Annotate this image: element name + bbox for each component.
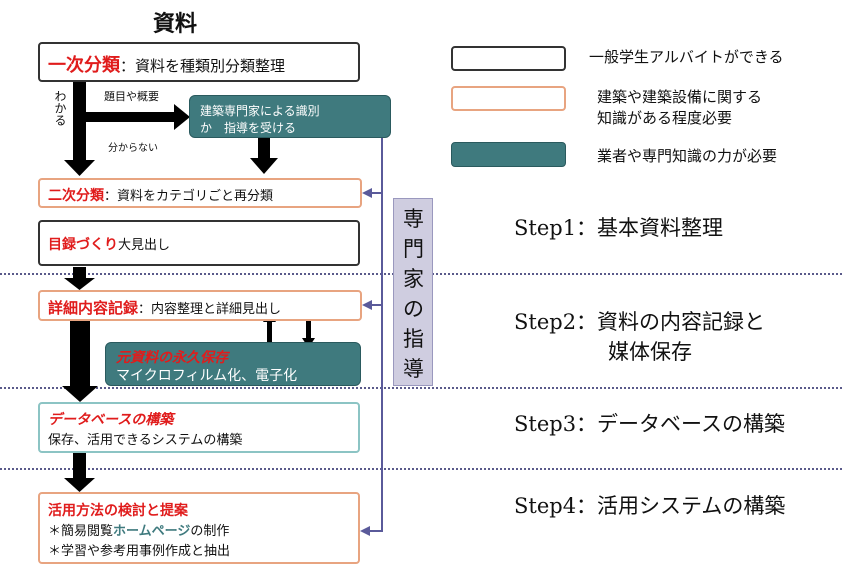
legend-text-student: 一般学生アルバイトができる [589, 48, 784, 66]
black-arrow-box6-box7 [64, 452, 95, 492]
database-build-label: データベースの構築 [48, 412, 174, 428]
homepage-highlight: ホームページ [113, 524, 191, 539]
primary-classification-desc: ：資料を種類別分類整理 [120, 57, 286, 75]
expert-box-line1: 建築専門家による識別 [200, 104, 320, 118]
vg-char-4: の [403, 297, 424, 321]
diagram-title: 資料 [153, 12, 198, 37]
step2-label-a: Step2：資料の内容記録と [514, 310, 766, 334]
unknown-label: 分からない [108, 143, 158, 154]
database-build-desc: 保存、活用できるシステムの構築 [48, 433, 243, 448]
database-build-box: データベースの構築 保存、活用できるシステムの構築 [38, 402, 360, 453]
expert-guidance-vertical-box: 専 門 家 の 指 導 [393, 198, 433, 386]
vg-char-3: 家 [403, 267, 424, 291]
legend-text-knowledge-2: 知識がある程度必要 [597, 109, 733, 127]
step-divider-2 [0, 387, 842, 389]
catalog-box: 目録づくり大見出し [38, 220, 360, 266]
step2-label-b: 媒体保存 [608, 340, 692, 364]
legend-swatch-expert [451, 142, 566, 167]
utilization-proposal-label: 活用方法の検討と提案 [48, 503, 188, 519]
vg-char-5: 指 [403, 327, 424, 351]
black-arrow-box1-box2 [64, 80, 95, 176]
legend-swatch-knowledge [451, 86, 566, 111]
expert-identification-box: 建築専門家による識別 か 指導を受ける [189, 95, 391, 138]
detailed-record-desc: ：内容整理と詳細見出し [138, 302, 282, 317]
utilization-proposal-box: 活用方法の検討と提案 ＊簡易閲覧ホームページの制作 ＊学習や参考用事例作成と抽出 [38, 492, 360, 564]
topic-overview-label: 題目や概要 [104, 90, 159, 103]
catalog-desc: 大見出し [118, 238, 171, 253]
detailed-record-box: 詳細内容記録：内容整理と詳細見出し [38, 290, 362, 321]
black-arrow-branch-expert [86, 104, 190, 130]
vg-char-2: 門 [403, 237, 424, 261]
secondary-classification-box: 二次分類：資料をカテゴリごと再分類 [38, 178, 362, 208]
secondary-classification-label: 二次分類 [48, 188, 104, 204]
wakaru-label: わかる [53, 90, 67, 126]
black-arrow-box3-box4 [64, 267, 95, 290]
black-arrow-box4-box6 [62, 320, 98, 402]
vg-char-1: 専 [403, 207, 424, 231]
permanent-preservation-label: 元資料の永久保存 [116, 350, 228, 366]
expert-guidance-lines [360, 138, 383, 536]
step4-label: Step4：活用システムの構築 [514, 494, 786, 518]
primary-classification-box: 一次分類：資料を種類別分類整理 [38, 42, 360, 82]
legend-swatch-student [451, 46, 566, 71]
vg-char-6: 導 [403, 357, 424, 381]
utilization-line3: ＊学習や参考用事例作成と抽出 [48, 544, 231, 559]
step3-label: Step3：データベースの構築 [514, 412, 786, 436]
permanent-preservation-desc: マイクロフィルム化、電子化 [116, 368, 298, 384]
permanent-preservation-box: 元資料の永久保存 マイクロフィルム化、電子化 [105, 342, 361, 386]
expert-box-line2: か 指導を受ける [200, 121, 297, 135]
secondary-classification-desc: ：資料をカテゴリごと再分類 [104, 189, 274, 204]
step-divider-3 [0, 468, 842, 470]
step1-label: Step1：基本資料整理 [514, 216, 724, 240]
legend-text-expert: 業者や専門知識の力が必要 [597, 147, 778, 165]
utilization-line2-post: の制作 [190, 524, 230, 539]
catalog-label: 目録づくり [48, 237, 118, 253]
detailed-record-label: 詳細内容記録 [48, 299, 139, 317]
utilization-line2-pre: ＊簡易閲覧 [48, 524, 114, 539]
black-arrow-expert-box2 [250, 138, 278, 174]
legend-text-knowledge-1: 建築や建築設備に関する [597, 88, 763, 106]
primary-classification-label: 一次分類 [48, 55, 120, 76]
